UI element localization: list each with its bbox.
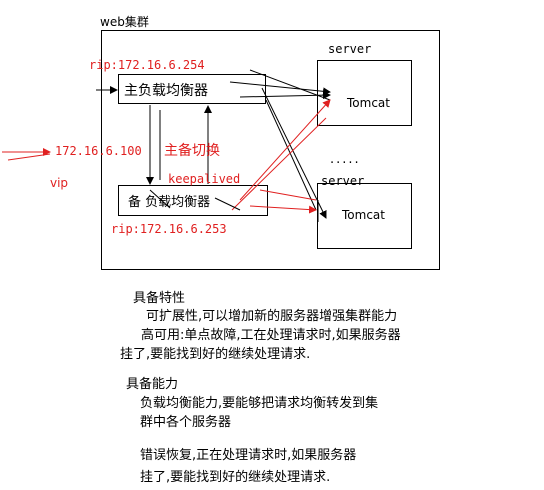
vip-ip-label: 172.16.6.100 bbox=[55, 144, 142, 158]
features-line-2: 高可用:单点故障,工在处理请求时,如果服务器 bbox=[141, 328, 401, 343]
features-title: 具备特性 bbox=[133, 291, 186, 306]
cluster-title: web集群 bbox=[100, 15, 149, 29]
features-line-3: 挂了,要能找到好的继续处理请求. bbox=[120, 347, 311, 362]
vip-label: vip bbox=[50, 176, 69, 190]
ellipsis-dots: ..... bbox=[330, 152, 361, 167]
server-box-1 bbox=[317, 60, 412, 126]
primary-load-balancer-box bbox=[118, 74, 266, 104]
primary-rip-label: rip:172.16.6.254 bbox=[89, 58, 205, 72]
keepalived-label: keepalived bbox=[168, 172, 241, 186]
ability-title: 具备能力 bbox=[126, 377, 179, 392]
server-box-2 bbox=[317, 183, 412, 249]
server-1-app: Tomcat bbox=[347, 96, 390, 110]
ability-line-4: 挂了,要能找到好的继续处理请求. bbox=[140, 470, 331, 485]
server-2-app: Tomcat bbox=[342, 208, 385, 222]
server-2-label: server bbox=[321, 174, 365, 188]
backup-rip-label: rip:172.16.6.253 bbox=[111, 222, 227, 236]
ability-line-2: 群中各个服务器 bbox=[140, 415, 232, 430]
ability-line-3: 错误恢复,正在处理请求时,如果服务器 bbox=[140, 448, 357, 463]
features-line-1: 可扩展性,可以增加新的服务器增强集群能力 bbox=[146, 309, 398, 324]
backup-load-balancer-label: 备 负载均衡器 bbox=[128, 195, 211, 210]
server-1-label: server bbox=[328, 42, 372, 56]
backup-load-balancer-box bbox=[118, 185, 268, 216]
primary-load-balancer-label: 主负载均衡器 bbox=[124, 83, 208, 99]
failover-label: 主备切换 bbox=[164, 143, 220, 159]
ability-line-1: 负载均衡能力,要能够把请求均衡转发到集 bbox=[140, 396, 379, 411]
